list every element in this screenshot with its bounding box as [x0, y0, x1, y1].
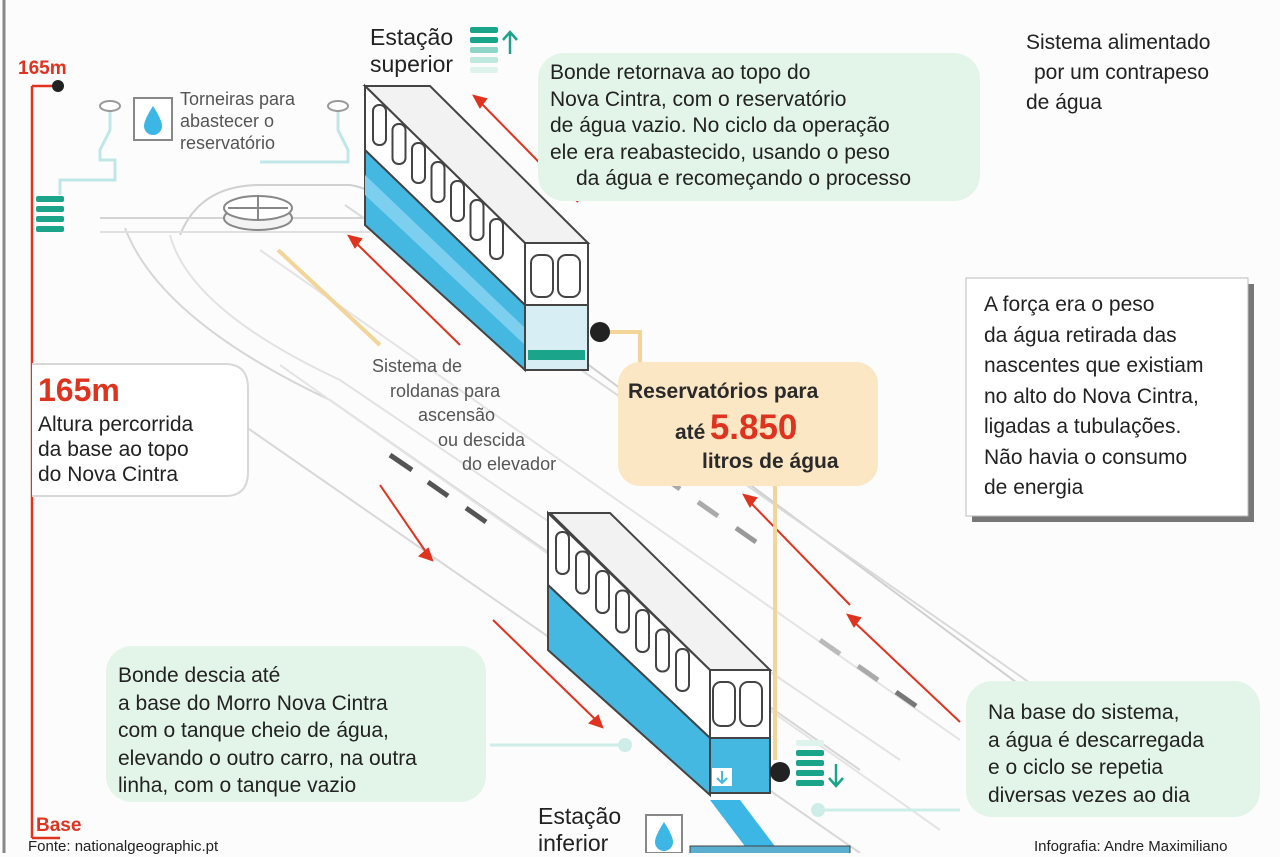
water-level-icon-lower: [796, 740, 844, 788]
upper-cable-pulley: [590, 322, 610, 342]
reservoir-line1: Reservatórios para: [628, 380, 819, 403]
pulleys-label: Sistema de roldanas para ascensão ou des…: [372, 356, 557, 474]
reservoir-line2: até 5.850: [675, 408, 798, 447]
tram-window: [450, 180, 465, 222]
height-top-label: 165m: [18, 58, 67, 79]
lower-cable-pulley: [770, 762, 790, 782]
force-box: A força era o peso da água retirada das …: [984, 293, 1204, 499]
height-value: 165m: [38, 372, 120, 408]
lower-station-label: Estação inferior: [538, 803, 622, 856]
counterweight-label: Sistema alimentado por um contrapeso de …: [1026, 31, 1211, 114]
tram-window: [655, 628, 670, 673]
top-callout-bg: [538, 53, 980, 201]
reservoir-tank: [223, 195, 293, 231]
water-level-icon-left: [36, 196, 64, 232]
base-callout-bg: [966, 681, 1260, 817]
reservoir-line3: litros de água: [702, 450, 839, 473]
water-discharge-channel: [710, 800, 780, 853]
reservoir-callout-bg: [618, 362, 878, 486]
water-drop-icon-lower: [645, 814, 683, 853]
tram-window: [575, 550, 590, 595]
base-callout: Na base do sistema, a água é descarregad…: [988, 701, 1204, 807]
lower-car-windows: [555, 531, 690, 692]
tram-window: [635, 609, 650, 653]
connector-lines: [276, 248, 777, 760]
water-drop-icon: [133, 97, 173, 141]
tram-window: [469, 199, 485, 241]
height-base-label: Base: [36, 815, 82, 836]
tram-window: [411, 142, 426, 184]
water-level-icon-upper: [470, 27, 518, 73]
infographic-credit: Infografia: Andre Maximiliano: [1034, 838, 1228, 855]
tram-window: [615, 589, 630, 634]
source-credit: Fonte: nationalgeographic.pt: [28, 838, 219, 855]
upper-car-windows: [372, 104, 504, 260]
tram-window: [391, 123, 407, 165]
taps-label: Torneiras para abastecer o reservatório: [180, 89, 296, 153]
upper-station-label: Estação superior: [370, 24, 454, 77]
force-box-bg: [965, 277, 1249, 517]
descent-callout-bg: [106, 646, 486, 802]
top-callout: Bonde retornava ao topo do Nova Cintra, …: [550, 61, 912, 190]
tap-pipes: [58, 100, 350, 195]
tram-window: [489, 218, 504, 260]
descent-callout: Bonde descia até a base do Morro Nova Ci…: [118, 664, 417, 797]
height-description: Altura percorrida da base ao topo do Nov…: [38, 413, 194, 486]
tram-window: [675, 648, 690, 692]
tram-window: [555, 531, 570, 575]
tram-window: [595, 570, 610, 614]
height-box-bg: [32, 363, 249, 497]
tram-window: [372, 104, 387, 146]
tram-window: [430, 161, 446, 203]
